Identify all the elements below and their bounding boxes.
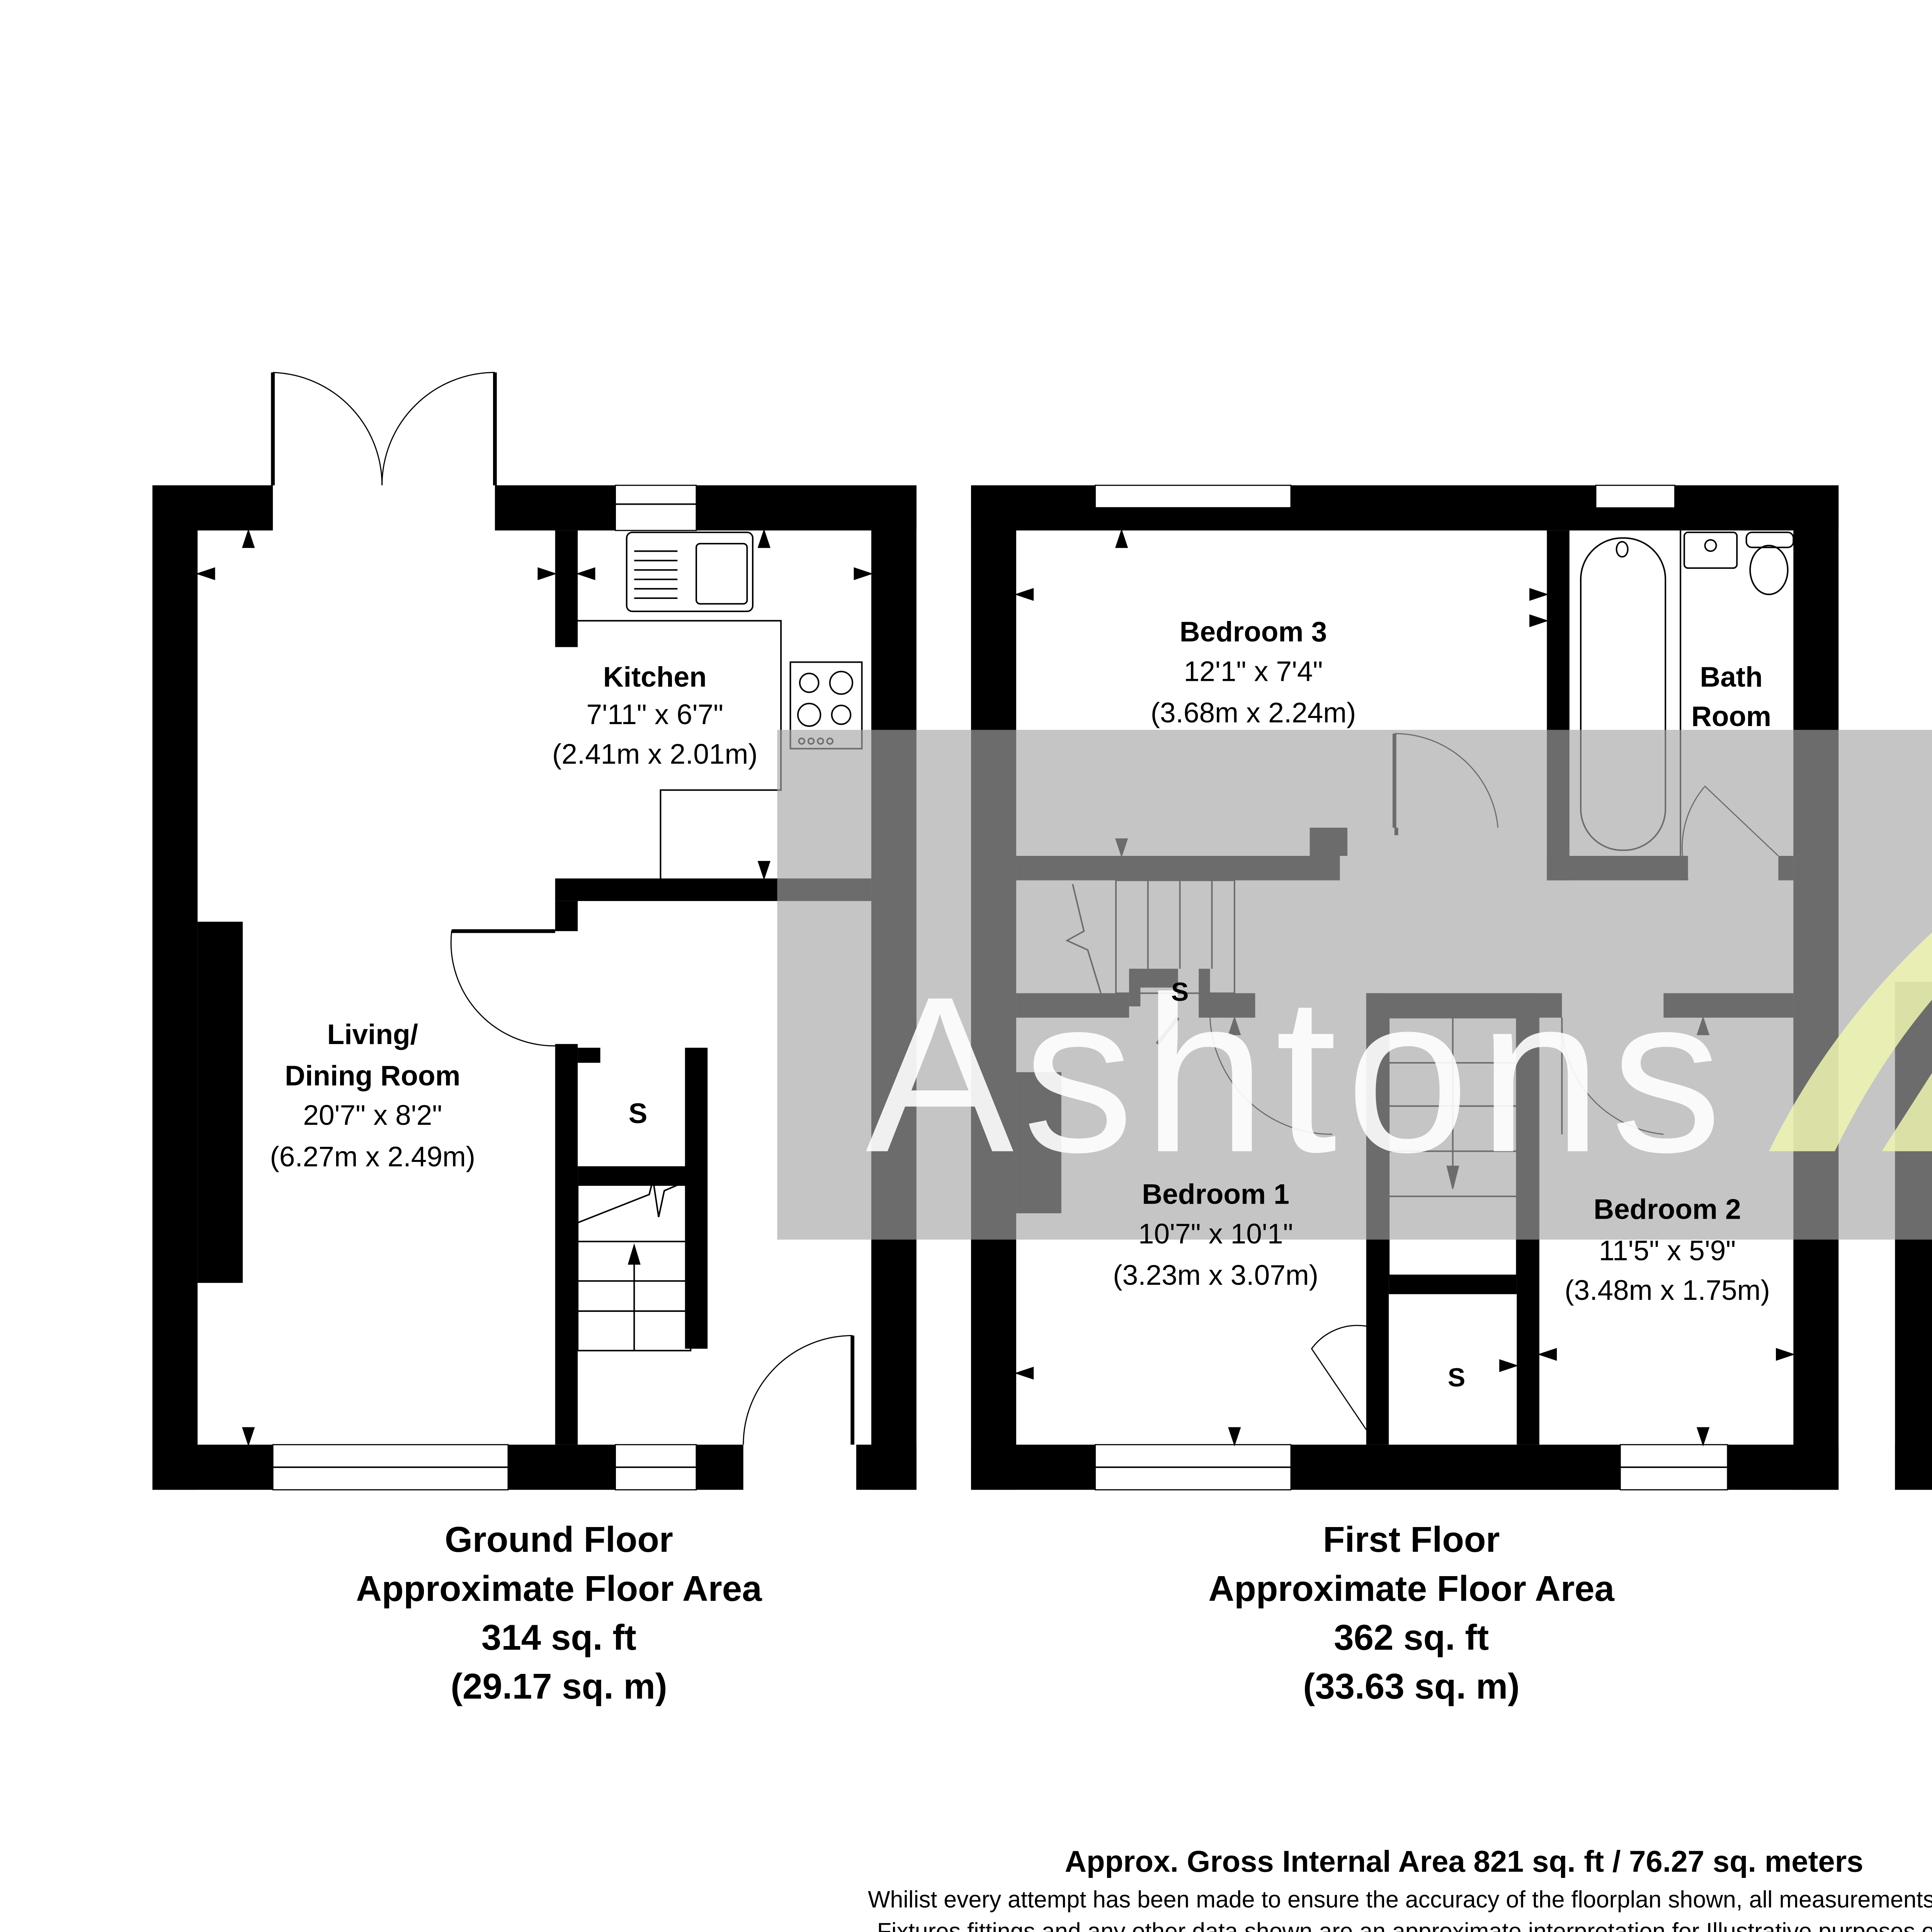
room-name-bedroom-2: Bedroom 2 bbox=[1594, 1194, 1741, 1225]
room-name-bedroom-3: Bedroom 3 bbox=[1180, 616, 1327, 648]
caption-ground-floor: Ground Floor Approximate Floor Area 314 … bbox=[356, 1519, 762, 1706]
gross-internal-area: Approx. Gross Internal Area 821 sq. ft /… bbox=[1065, 1844, 1864, 1878]
floor-title: Ground Floor bbox=[445, 1519, 673, 1560]
floor-captions: Ground Floor Approximate Floor Area 314 … bbox=[356, 1519, 1615, 1706]
room-name-bedroom-1: Bedroom 1 bbox=[1142, 1179, 1289, 1210]
floor-area-sqft: 362 sq. ft bbox=[1334, 1617, 1489, 1657]
room-name-bathroom-2: Room bbox=[1691, 701, 1771, 732]
caption-first-floor: First Floor Approximate Floor Area 362 s… bbox=[1208, 1519, 1615, 1706]
disclaimer-line-1: Whilist every attempt has been made to e… bbox=[868, 1886, 1932, 1912]
room-metric-living: (6.27m x 2.49m) bbox=[270, 1141, 475, 1172]
footer: Approx. Gross Internal Area 821 sq. ft /… bbox=[868, 1844, 1932, 1932]
storage-label: S bbox=[1171, 977, 1189, 1007]
room-name-bathroom-1: Bath bbox=[1700, 662, 1762, 693]
front-door bbox=[743, 1335, 853, 1445]
window bbox=[615, 485, 697, 531]
floor-area-label: Approximate Floor Area bbox=[356, 1568, 762, 1609]
floor-area-sqm: (33.63 sq. m) bbox=[1303, 1666, 1519, 1706]
disclaimer-line-2: Fixtures fittings and any other data sho… bbox=[877, 1918, 1932, 1932]
room-name-living-1: Living/ bbox=[327, 1019, 418, 1050]
sink-icon bbox=[626, 531, 754, 612]
cupboard-door bbox=[1311, 1325, 1367, 1430]
watermark: Ashtons bbox=[777, 730, 1932, 1240]
room-labels: Kitchen 7'11" x 6'7" (2.41m x 2.01m) Liv… bbox=[270, 616, 1771, 1392]
dimension-arrows bbox=[196, 529, 873, 1447]
floor-area-sqft: 314 sq. ft bbox=[481, 1617, 636, 1657]
storage-label: S bbox=[1448, 1363, 1465, 1392]
room-imperial-bedroom-3: 12'1" x 7'4" bbox=[1184, 656, 1323, 687]
ground-floor-plan bbox=[152, 372, 917, 1491]
watermark-band bbox=[777, 730, 1932, 1240]
french-door bbox=[273, 372, 383, 485]
floor-title: First Floor bbox=[1323, 1519, 1500, 1560]
room-imperial-bedroom-1: 10'7" x 10'1" bbox=[1138, 1218, 1293, 1250]
toilet-icon bbox=[1745, 531, 1794, 595]
watermark-brand-text: Ashtons bbox=[866, 950, 1722, 1198]
room-imperial-living: 20'7" x 8'2" bbox=[303, 1100, 442, 1131]
window bbox=[1595, 485, 1675, 509]
door bbox=[450, 930, 555, 1047]
floor-area-sqm: (29.17 sq. m) bbox=[451, 1666, 667, 1706]
room-metric-bedroom-3: (3.68m x 2.24m) bbox=[1151, 697, 1356, 728]
room-imperial-bedroom-2: 11'5" x 5'9" bbox=[1599, 1235, 1736, 1267]
storage-label: S bbox=[629, 1098, 648, 1129]
window bbox=[1094, 485, 1292, 509]
floor-area-label: Approximate Floor Area bbox=[1208, 1568, 1615, 1609]
room-name-living-2: Dining Room bbox=[285, 1060, 460, 1092]
room-name-kitchen: Kitchen bbox=[603, 662, 707, 693]
room-imperial-kitchen: 7'11" x 6'7" bbox=[587, 699, 723, 730]
room-metric-bedroom-2: (3.48m x 1.75m) bbox=[1565, 1275, 1770, 1306]
basin-icon bbox=[1683, 531, 1738, 569]
room-metric-kitchen: (2.41m x 2.01m) bbox=[552, 738, 758, 770]
room-metric-bedroom-1: (3.23m x 3.07m) bbox=[1113, 1260, 1318, 1291]
french-door bbox=[381, 372, 495, 485]
